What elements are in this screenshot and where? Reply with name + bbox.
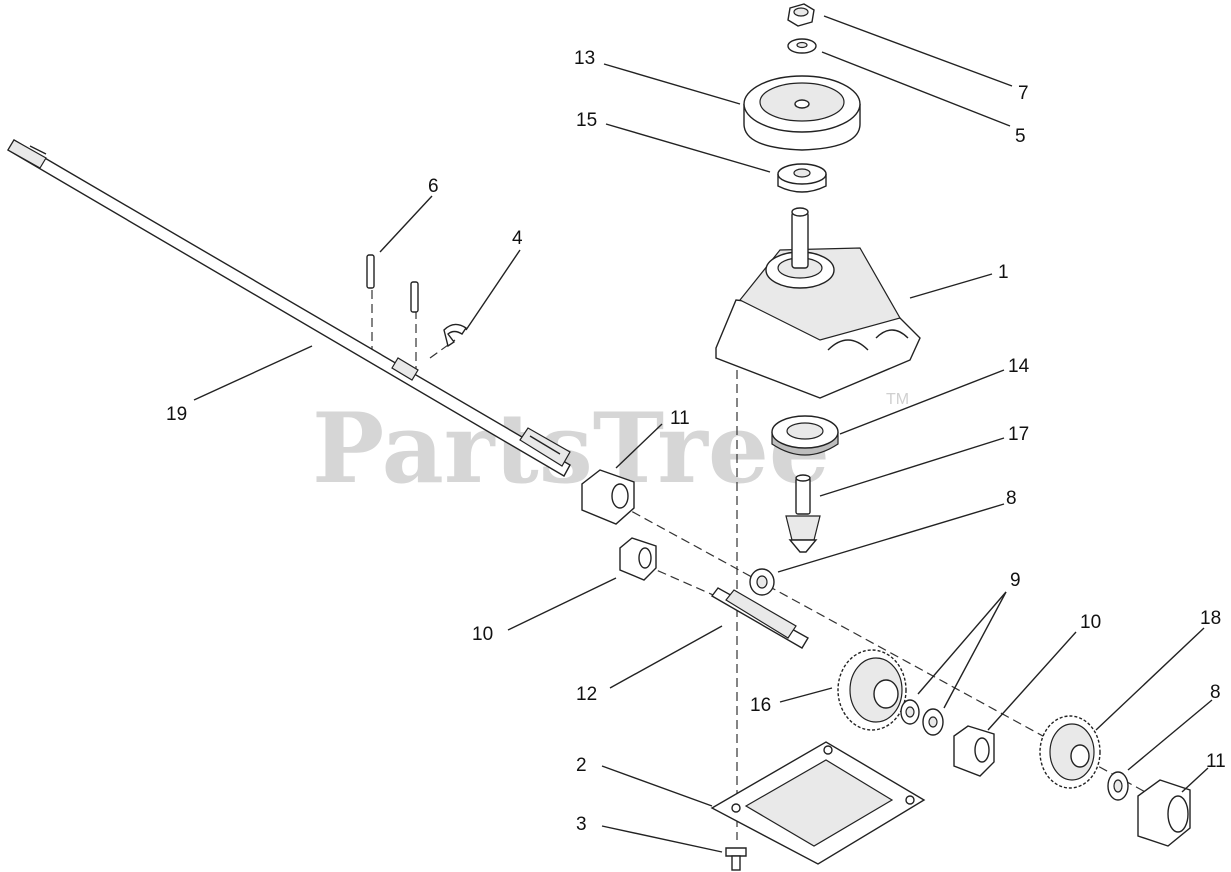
callout-7: 7	[1018, 83, 1029, 104]
washer-part-8-upper	[749, 568, 775, 596]
cover-plate-part-2	[710, 741, 926, 865]
washer-part-8-lower	[1107, 771, 1129, 801]
nut-part-7	[787, 3, 815, 27]
callout-14: 14	[1008, 356, 1030, 377]
callout-8-upper: 8	[1006, 488, 1017, 509]
callout-2: 2	[576, 755, 587, 776]
bushing-part-11-lower	[1137, 779, 1191, 847]
callout-11-lower: 11	[1206, 751, 1226, 772]
callout-4: 4	[512, 228, 523, 249]
leader-lines	[193, 15, 1213, 853]
axle-part-12	[710, 587, 809, 649]
washers-part-9	[900, 699, 944, 736]
callout-12: 12	[576, 684, 597, 705]
callout-8-lower: 8	[1210, 682, 1221, 703]
bearing-part-14	[771, 415, 839, 456]
pinion-part-17	[785, 474, 821, 553]
callout-19: 19	[166, 404, 187, 425]
callout-16: 16	[750, 695, 771, 716]
e-clip-part-4	[443, 323, 467, 348]
shaft-part-19	[7, 139, 571, 477]
roll-pins-part-6	[366, 254, 419, 313]
callouts: 7 5 13 15 6 4 1 14 17 8 19 11 10 12 16 9…	[166, 48, 1226, 835]
washer-part-5	[787, 38, 817, 54]
spacer-part-15	[777, 163, 827, 193]
callout-17: 17	[1008, 424, 1029, 445]
pulley-part-13	[743, 75, 861, 151]
bushing-part-10-left	[619, 537, 657, 581]
callout-5: 5	[1015, 126, 1026, 147]
bushing-part-11-upper	[581, 469, 635, 525]
callout-10-right: 10	[1080, 612, 1101, 633]
callout-3: 3	[576, 814, 587, 835]
callout-15: 15	[576, 110, 597, 131]
callout-9: 9	[1010, 570, 1021, 591]
gear-part-18	[1039, 715, 1101, 789]
watermark-trademark: TM	[886, 391, 909, 408]
gear-part-16	[837, 649, 907, 731]
bushing-part-10-right	[953, 725, 995, 777]
watermark-text: PartsTree	[312, 392, 830, 505]
callout-13: 13	[574, 48, 595, 69]
callout-18: 18	[1200, 608, 1221, 629]
screw-part-3	[725, 847, 747, 871]
callout-1: 1	[998, 262, 1009, 283]
callout-10-left: 10	[472, 624, 493, 645]
gear-housing-part-1	[715, 207, 921, 399]
callout-11-upper: 11	[670, 408, 690, 429]
callout-6: 6	[428, 176, 439, 197]
